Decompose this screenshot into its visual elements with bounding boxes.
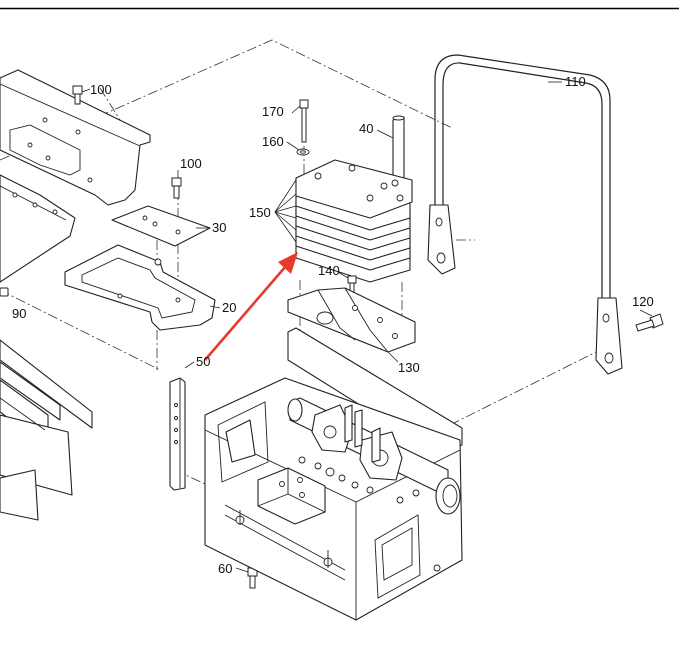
assembly-direction-arrow: [204, 252, 298, 361]
callout-130: 130: [398, 360, 420, 375]
callout-170: 170: [262, 104, 284, 119]
bolt-100-right: [171, 177, 182, 199]
bolt-90: [0, 287, 9, 297]
bracket-130: [287, 287, 416, 353]
callout-120: 120: [632, 294, 654, 309]
callout-140: 140: [318, 263, 340, 278]
handle-110: [427, 54, 623, 375]
washer-160: [296, 148, 310, 156]
callout-20: 20: [222, 300, 236, 315]
plate-30: [111, 205, 211, 247]
bolt-60: [247, 567, 258, 589]
plate-stack-150: [295, 159, 413, 283]
callout-90: 90: [12, 306, 26, 321]
bolt-100-left: [72, 85, 83, 105]
frame-20: [64, 244, 216, 331]
top-cover-plate: [0, 69, 151, 206]
bolt-170: [299, 99, 309, 143]
main-chassis: [204, 327, 463, 621]
callout-160: 160: [262, 134, 284, 149]
callout-60: 60: [218, 561, 232, 576]
bolt-120: [635, 313, 664, 332]
column-50: [169, 377, 186, 491]
left-side-plates: [0, 339, 93, 521]
callout-100-right: 100: [180, 156, 202, 171]
left-tray: [0, 174, 76, 283]
callout-labels: 100 110 170 40 160 100 150 30 140 120 90…: [12, 74, 654, 576]
callout-110: 110: [565, 74, 586, 89]
callout-30: 30: [212, 220, 226, 235]
callout-150: 150: [249, 205, 271, 220]
callout-50: 50: [196, 354, 210, 369]
callout-100-left: 100: [90, 82, 112, 97]
callout-40: 40: [359, 121, 373, 136]
leader-lines: [81, 81, 653, 573]
